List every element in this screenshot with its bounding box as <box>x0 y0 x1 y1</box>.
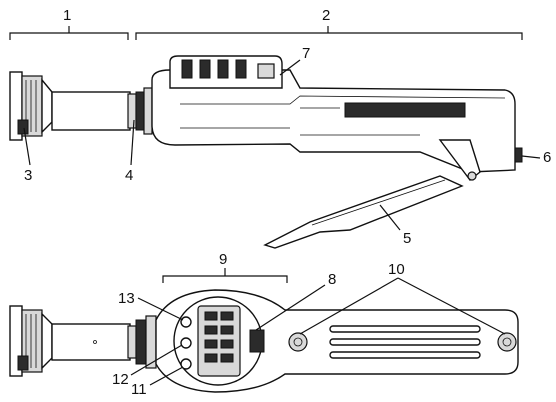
callout-label-3: 3 <box>24 167 32 184</box>
callout-label-2: 2 <box>322 7 330 24</box>
bracket-2 <box>135 32 523 40</box>
callout-label-13: 13 <box>118 290 135 307</box>
callout-label-1: 1 <box>63 7 71 24</box>
callout-label-11: 11 <box>131 381 147 398</box>
coupling-ring <box>127 87 153 135</box>
callout-label-8: 8 <box>328 271 336 288</box>
callout-label-7: 7 <box>302 45 310 62</box>
housing-top <box>155 289 519 393</box>
measuring-head-top <box>9 305 53 377</box>
top-view: 8 9 10 11 12 13 <box>9 251 519 398</box>
callout-label-5: 5 <box>403 230 411 247</box>
callout-label-9: 9 <box>219 251 227 268</box>
callout-label-6: 6 <box>543 149 551 166</box>
lever <box>263 175 464 249</box>
callout-label-10: 10 <box>388 261 405 278</box>
callout-label-4: 4 <box>125 167 133 184</box>
measuring-head <box>9 71 53 141</box>
callout-label-12: 12 <box>112 371 129 388</box>
side-view: 1 2 3 4 5 6 7 <box>9 7 551 249</box>
bracket-9 <box>162 275 288 283</box>
main-housing <box>151 55 523 181</box>
extension-tube <box>51 91 131 131</box>
bracket-1 <box>9 32 129 40</box>
